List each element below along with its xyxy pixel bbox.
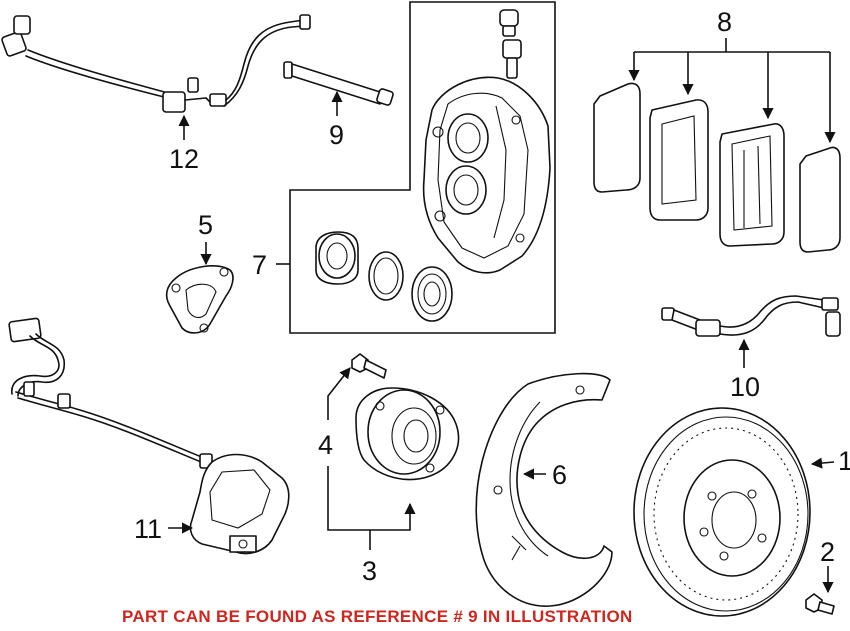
callout-3: 3 bbox=[362, 556, 377, 586]
piston-seal-ring bbox=[368, 251, 404, 301]
rotor-screw-part-2 bbox=[805, 593, 835, 615]
abs-sensor-part-11 bbox=[8, 317, 290, 555]
caliper-piston bbox=[315, 231, 359, 285]
brake-rotor-part-1 bbox=[633, 407, 811, 617]
callout-4: 4 bbox=[318, 430, 333, 460]
callout-9: 9 bbox=[329, 120, 344, 150]
wheel-hub-part-3 bbox=[355, 387, 460, 481]
caliper-housing bbox=[422, 76, 551, 274]
bleeder-screw bbox=[499, 9, 522, 79]
callout-11: 11 bbox=[134, 514, 162, 544]
callout-1: 1 bbox=[838, 446, 850, 476]
callout-2: 2 bbox=[820, 537, 835, 567]
caliper-kit-box bbox=[289, 1, 556, 334]
wear-sensor-wire-part-12 bbox=[1, 14, 311, 113]
splash-shield-part-6 bbox=[475, 372, 613, 607]
dust-boot bbox=[411, 266, 453, 322]
callout-7: 7 bbox=[252, 250, 267, 280]
leader-lines bbox=[168, 38, 836, 594]
callout-5: 5 bbox=[198, 210, 213, 240]
callout-12: 12 bbox=[169, 144, 199, 174]
guide-pin-part-9 bbox=[283, 61, 394, 106]
brake-pads-part-8 bbox=[593, 82, 841, 253]
footer-note: PART CAN BE FOUND AS REFERENCE # 9 IN IL… bbox=[122, 607, 633, 626]
callout-8: 8 bbox=[717, 7, 732, 37]
hub-bolt-part-4 bbox=[351, 353, 387, 379]
callout-10: 10 bbox=[730, 372, 760, 402]
callout-6: 6 bbox=[552, 460, 567, 490]
small-shield-part-5 bbox=[165, 265, 234, 334]
callout-numbers: 1 2 3 4 5 6 7 8 9 10 11 12 bbox=[134, 7, 850, 586]
brake-hose-part-10 bbox=[661, 295, 841, 337]
